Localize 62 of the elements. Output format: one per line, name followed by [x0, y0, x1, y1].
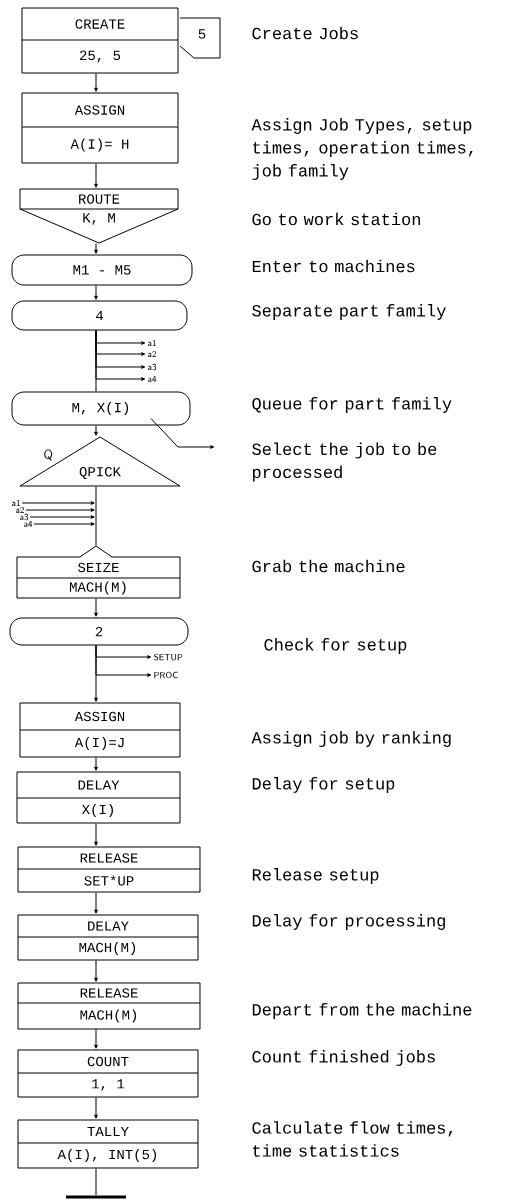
handwritten-label: a1 [148, 339, 156, 347]
description-text: Calculate flow times, time statistics [252, 1121, 453, 1157]
arrow [94, 425, 98, 436]
handwritten-label: a2 [148, 350, 157, 358]
seize-block: SEIZE MACH(M) [16, 545, 181, 599]
block-box: ASSIGN A(I)=J [19, 702, 181, 758]
description-text: Grab the machine [252, 559, 405, 573]
handwritten-label: a3 [148, 363, 157, 371]
description-text: Check for setup [264, 638, 407, 654]
block-box: TALLY A(I), INT(5) [17, 1119, 199, 1169]
block-box: DELAY X(I) [16, 771, 181, 824]
description-text: Go to work station [252, 212, 420, 226]
arrow [94, 163, 98, 188]
route-block: ROUTE K, M [19, 188, 179, 244]
description-text: Release setup [252, 868, 379, 884]
handwritten-label: PROC [154, 671, 178, 679]
description-text: Select the job to be processed [252, 442, 437, 482]
description-text: Queue for part family [252, 397, 452, 413]
description-text: Count finished jobs [252, 1050, 435, 1066]
arrow [94, 73, 98, 92]
handwritten-label: a1 [12, 499, 20, 507]
handwritten-label: a4 [148, 376, 157, 382]
arrow [94, 823, 98, 846]
description-text: Delay for processing [252, 914, 445, 930]
block-box: RELEASE MACH(M) [17, 982, 201, 1030]
arrow [150, 418, 215, 449]
description-text: Assign job by ranking [251, 731, 451, 747]
description-text: Depart from the machine [252, 1003, 472, 1019]
description-text: Delay for setup [252, 777, 395, 793]
arrow [94, 285, 98, 300]
block-box: CREATE 25, 5 [21, 7, 179, 74]
description-text: Create Jobs [252, 26, 358, 40]
queue-node: M1 - M5 [11, 254, 193, 286]
terminator-bar [66, 1195, 126, 1199]
description-text: Assign Job Types, setup times, operation times, job family [251, 118, 473, 180]
handwritten-label: Q [44, 449, 53, 461]
arrow [94, 645, 98, 702]
arrow [94, 598, 98, 617]
arrow [94, 1097, 98, 1119]
block-box: COUNT 1, 1 [17, 1049, 199, 1098]
arrow [94, 1029, 98, 1049]
arrow [25, 508, 95, 512]
arrow [94, 892, 98, 914]
queue-node: M, X(I) [11, 391, 191, 426]
handwritten-label: SETUP [153, 653, 183, 661]
arrow [94, 960, 98, 982]
queue-node: 4 [11, 300, 188, 331]
block-box: ASSIGN A(I)= H [21, 92, 179, 164]
description-text: Separate part family [252, 304, 446, 320]
handwritten-label: a4 [24, 521, 33, 527]
arrow [94, 243, 98, 254]
attribute-tab: 5 [179, 17, 221, 59]
arrow [29, 515, 95, 519]
description-text: Enter to machines [252, 259, 415, 273]
arrow [33, 522, 95, 526]
block-box: RELEASE SET*UP [17, 846, 201, 893]
arrow [21, 501, 95, 505]
handwritten-label: a2 [16, 506, 25, 514]
block-box: DELAY MACH(M) [17, 914, 199, 961]
arrow [94, 757, 98, 771]
queue-node: 2 [9, 617, 189, 646]
handwritten-label: a3 [20, 513, 29, 521]
